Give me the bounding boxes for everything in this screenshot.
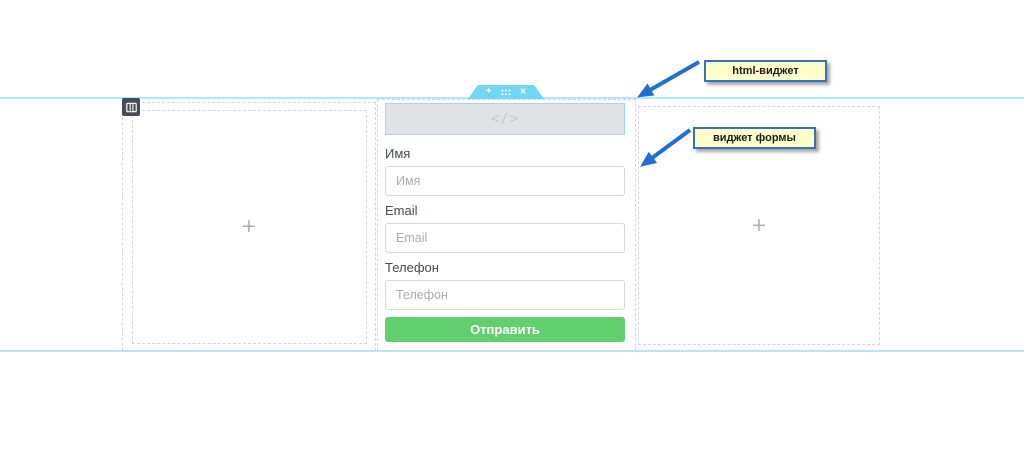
column-settings-handle[interactable] [122, 98, 140, 116]
callout-html-widget-label: html-виджет [732, 65, 799, 77]
columns-icon [125, 102, 137, 112]
email-field[interactable] [385, 223, 625, 253]
form-label-email: Email [385, 203, 418, 218]
right-column: + [638, 106, 880, 345]
callout-form-widget: виджет формы [693, 127, 816, 149]
arrow-to-html-widget [637, 60, 700, 98]
html-widget-placeholder[interactable]: </> [385, 103, 625, 135]
left-column-inner-area [132, 110, 367, 344]
left-column: + [122, 102, 376, 351]
drag-dots-icon[interactable] [501, 89, 511, 96]
code-icon: </> [490, 111, 520, 127]
submit-button[interactable]: Отправить [385, 317, 625, 342]
close-icon[interactable]: ✕ [519, 87, 527, 96]
form-label-name: Имя [385, 146, 411, 161]
phone-field[interactable] [385, 280, 625, 310]
middle-column [377, 99, 636, 351]
plus-icon[interactable]: + [485, 86, 492, 97]
section-bottom-border [0, 350, 1024, 352]
callout-form-widget-label: виджет формы [713, 132, 796, 144]
add-widget-button-left[interactable]: + [241, 215, 257, 237]
callout-html-widget: html-виджет [704, 60, 827, 82]
column-toolbar[interactable]: + ✕ [468, 85, 544, 99]
add-widget-button-right[interactable]: + [751, 214, 767, 236]
name-field[interactable] [385, 166, 625, 196]
form-label-phone: Телефон [385, 260, 439, 275]
